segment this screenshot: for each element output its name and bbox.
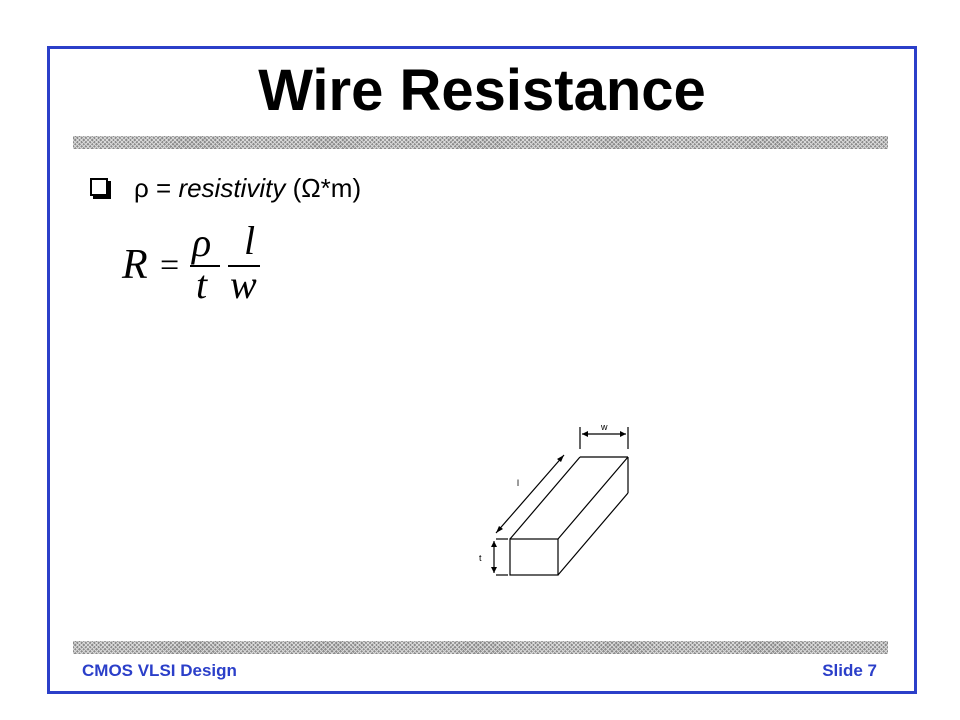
formula-num1: ρ xyxy=(190,220,211,265)
t-arrow-bottom xyxy=(491,567,497,573)
wire-edge-top-right xyxy=(557,456,629,540)
bullet-text: ρ = resistivity (Ω*m) xyxy=(134,173,361,204)
equals-sign: = xyxy=(148,173,179,203)
wire-front-face xyxy=(509,538,559,576)
formula-lhs: R xyxy=(121,242,148,288)
top-divider xyxy=(73,136,888,149)
resistivity-term: resistivity xyxy=(178,173,286,203)
wire-edge-top-left xyxy=(509,456,581,540)
omega-symbol: Ω xyxy=(301,173,321,203)
unit-rest: *m) xyxy=(320,173,362,203)
wire-edge-bottom-right xyxy=(557,492,629,576)
label-l: l xyxy=(517,478,519,488)
wire-diagram: w l t xyxy=(470,415,650,590)
bullet-item: ρ = resistivity (Ω*m) xyxy=(90,173,361,204)
label-w: w xyxy=(600,422,608,432)
formula-den1: t xyxy=(196,262,208,307)
l-dimension-line xyxy=(495,454,565,534)
slide-title: Wire Resistance xyxy=(258,58,706,123)
wire-block-graphic: w l t xyxy=(479,422,629,576)
rho-symbol: ρ xyxy=(134,173,149,203)
label-t: t xyxy=(479,553,482,563)
formula-den2: w xyxy=(230,262,257,307)
formula-eq: = xyxy=(160,247,179,284)
slide-frame xyxy=(47,46,917,694)
formula-graphic: R = ρ t l w xyxy=(121,218,260,307)
l-arrow-top xyxy=(557,455,564,462)
l-arrow-bottom xyxy=(496,526,503,533)
footer-course-title: CMOS VLSI Design xyxy=(82,661,237,680)
w-arrow-right xyxy=(620,431,626,437)
formula-num2: l xyxy=(244,218,255,263)
t-arrow-top xyxy=(491,541,497,547)
footer-slide-number: Slide 7 xyxy=(822,661,877,680)
bottom-divider xyxy=(73,641,888,654)
w-arrow-left xyxy=(582,431,588,437)
resistance-formula: R = ρ t l w xyxy=(120,218,280,313)
unit-open: ( xyxy=(285,173,302,203)
checkbox-square-icon xyxy=(90,177,108,196)
